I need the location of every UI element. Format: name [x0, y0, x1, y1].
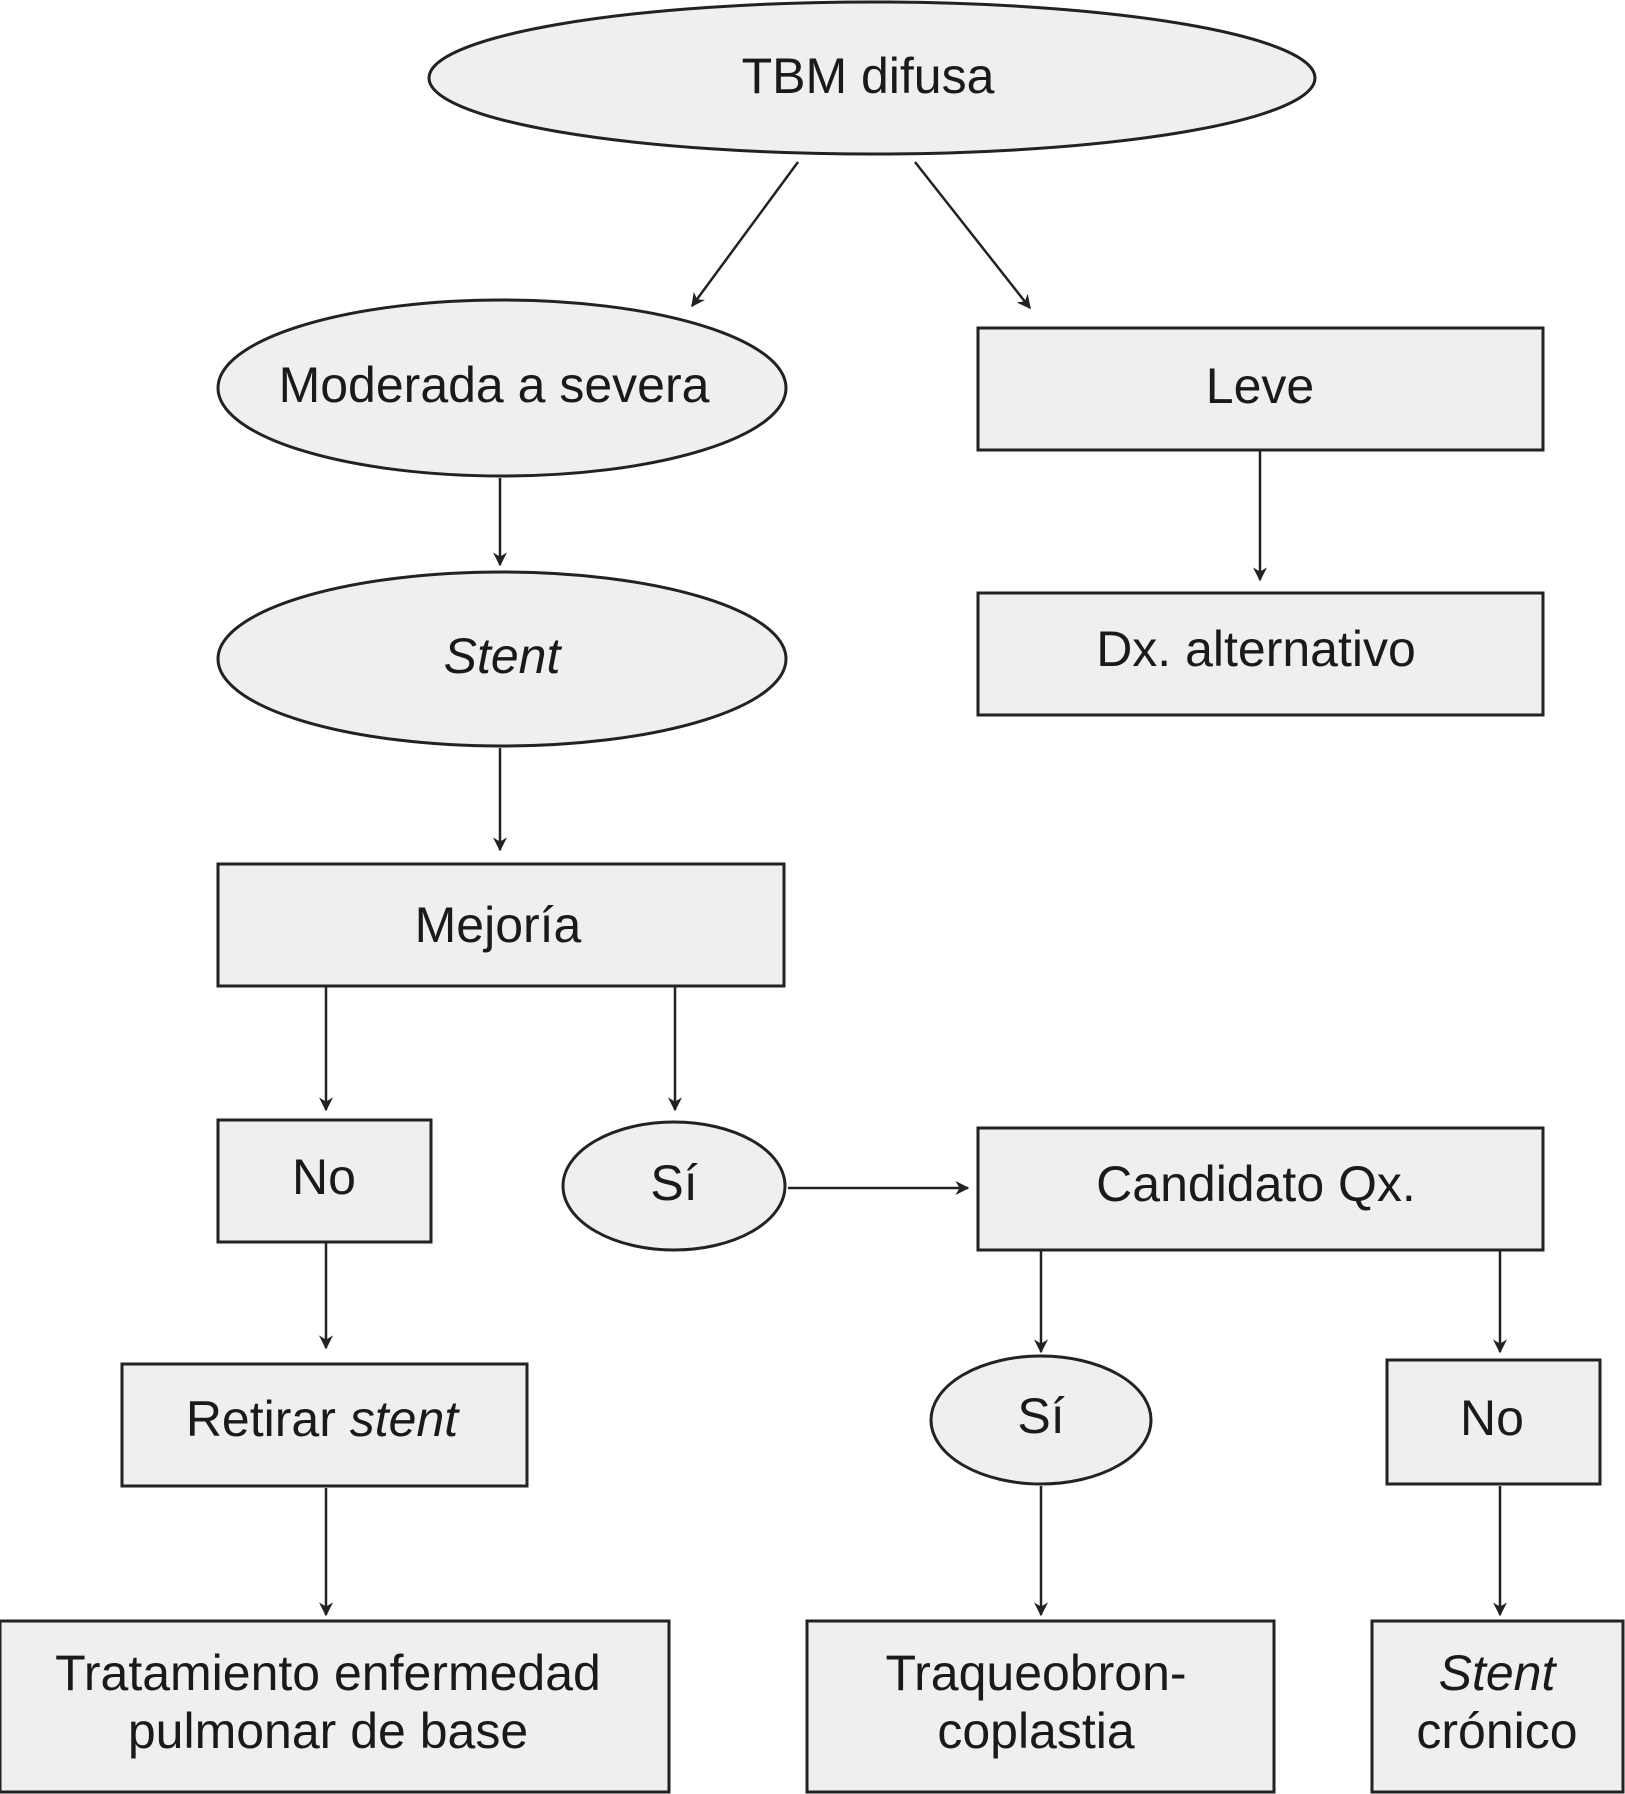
- node-no-right: No: [1385, 1358, 1602, 1486]
- node-si-left: Sí: [561, 1120, 787, 1252]
- node-candidato-qx: Candidato Qx.: [976, 1126, 1545, 1252]
- node-dx-alternativo-label: Dx. alternativo: [1096, 621, 1416, 677]
- node-stent-cronico-line1: Stent: [1439, 1645, 1558, 1701]
- node-si-right: Sí: [929, 1354, 1153, 1486]
- node-tbm-difusa: TBM difusa: [427, 0, 1317, 156]
- node-candidato-qx-label: Candidato Qx.: [1096, 1156, 1416, 1212]
- node-stent-cronico-line2: crónico: [1416, 1703, 1577, 1759]
- edge-tbm-moderada: [690, 161, 800, 308]
- node-leve: Leve: [976, 326, 1545, 452]
- node-moderada-severa-label: Moderada a severa: [279, 357, 710, 413]
- node-retirar-stent-label-prefix: Retirar: [186, 1391, 350, 1447]
- node-retirar-stent-label-italic: stent: [350, 1391, 461, 1447]
- node-mejoria-label: Mejoría: [415, 897, 582, 953]
- node-retirar-stent: Retirar stent: [120, 1362, 529, 1488]
- node-si-right-label: Sí: [1017, 1388, 1064, 1444]
- node-tratamiento: Tratamiento enfermedad pulmonar de base: [0, 1619, 671, 1794]
- node-moderada-severa: Moderada a severa: [216, 298, 788, 478]
- edges: [319, 161, 1507, 1617]
- node-no-left-label: No: [292, 1149, 356, 1205]
- node-si-left-label: Sí: [650, 1155, 697, 1211]
- node-no-left: No: [216, 1118, 433, 1244]
- node-dx-alternativo: Dx. alternativo: [976, 591, 1545, 717]
- node-no-right-label: No: [1460, 1390, 1524, 1446]
- node-tratamiento-line1: Tratamiento enfermedad: [55, 1645, 601, 1701]
- node-stent-label: Stent: [444, 628, 563, 684]
- node-traqueobroncoplastia-line2: coplastia: [937, 1703, 1135, 1759]
- node-stent-cronico: Stent crónico: [1370, 1619, 1625, 1794]
- node-traqueobroncoplastia-line1: Traqueobron-: [885, 1645, 1186, 1701]
- edge-tbm-leve: [914, 161, 1031, 310]
- node-leve-label: Leve: [1206, 358, 1314, 414]
- node-retirar-stent-label: Retirar stent: [186, 1391, 460, 1447]
- node-tbm-difusa-label: TBM difusa: [742, 48, 995, 104]
- node-stent: Stent: [216, 570, 788, 748]
- node-tratamiento-line2: pulmonar de base: [128, 1703, 528, 1759]
- node-mejoria: Mejoría: [216, 862, 786, 988]
- node-traqueobroncoplastia: Traqueobron- coplastia: [805, 1619, 1276, 1794]
